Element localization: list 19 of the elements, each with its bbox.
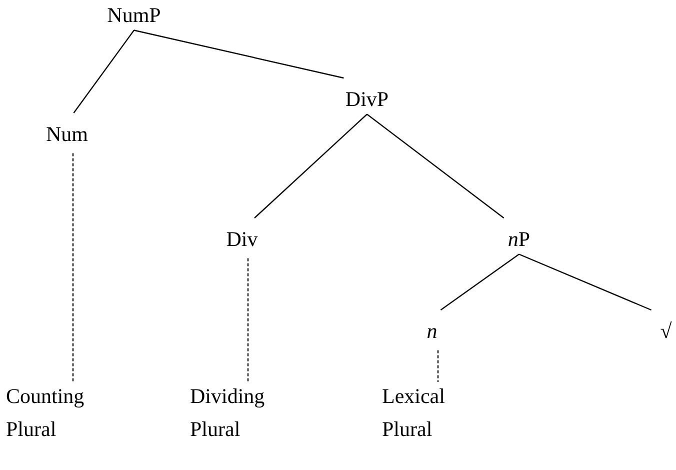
- tree-node-label: Div: [226, 226, 258, 252]
- dashed-branch-line: [437, 350, 439, 382]
- leaf-label: Counting Plural: [6, 380, 84, 446]
- branch-line: [366, 114, 504, 218]
- tree-node-label: NumP: [107, 2, 161, 28]
- branch-line: [134, 30, 344, 79]
- tree-node-label: n: [426, 318, 438, 344]
- branch-line: [440, 254, 520, 310]
- dashed-branch-line: [72, 153, 74, 382]
- branch-line: [254, 114, 368, 218]
- branch-line: [73, 30, 134, 114]
- leaf-label: Dividing Plural: [190, 380, 265, 446]
- tree-node-label: DivP: [345, 86, 389, 112]
- tree-node-label: Num: [46, 121, 88, 148]
- leaf-label: Lexical Plural: [382, 380, 445, 446]
- branch-line: [518, 254, 652, 311]
- dashed-branch-line: [247, 258, 249, 382]
- tree-node-label: √: [660, 318, 672, 344]
- tree-node-label: nP: [508, 226, 530, 252]
